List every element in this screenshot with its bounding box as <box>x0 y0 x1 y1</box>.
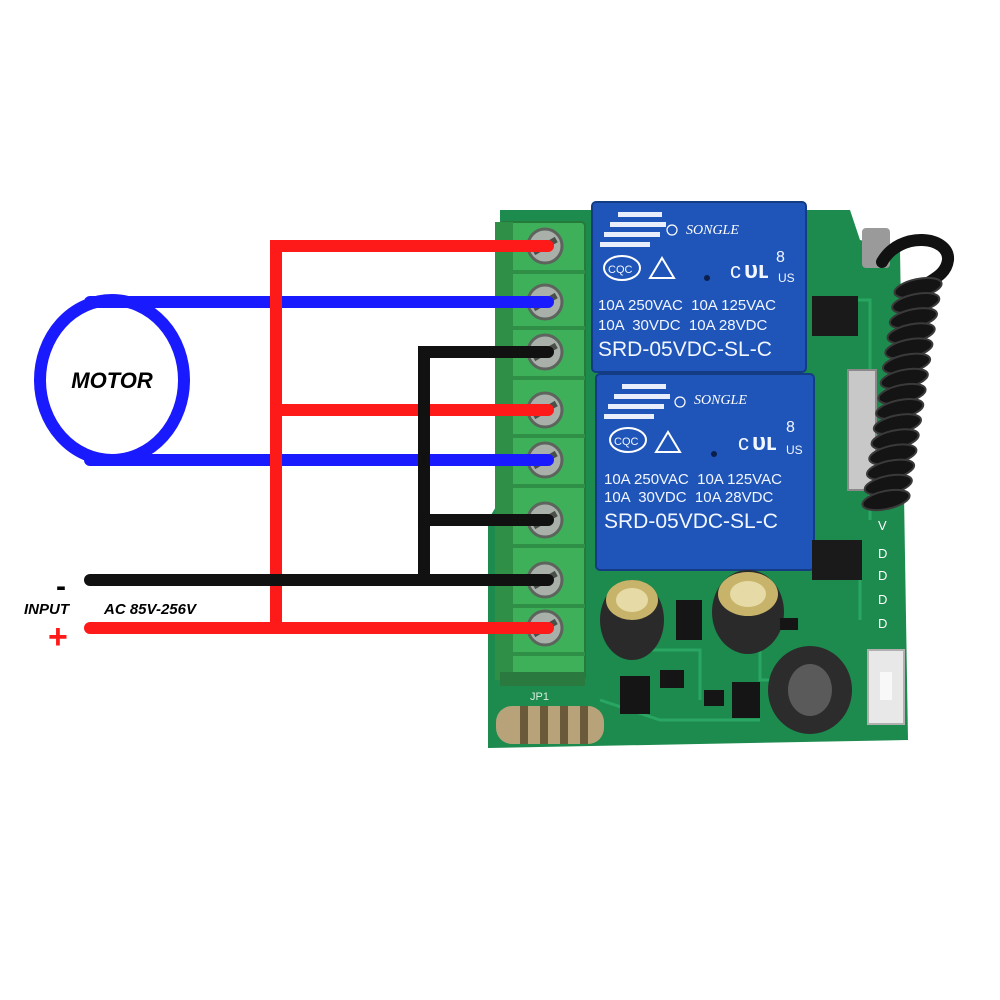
terminal-divider <box>500 484 585 488</box>
motor-label: MOTOR <box>71 368 153 393</box>
live-wire-main <box>84 240 554 634</box>
input-labels: - INPUT AC 85V-256V + <box>24 570 198 656</box>
warning-triangle-icon <box>654 430 682 453</box>
relay-2-brand: SONGLE <box>694 393 747 408</box>
relay-1-part: SRD-05VDC-SL-C <box>598 338 772 361</box>
pin-label: D <box>878 546 887 561</box>
terminal-divider <box>500 652 585 656</box>
motor: MOTOR <box>34 294 190 466</box>
relay-1-cert: CQC <box>608 264 633 276</box>
capacitor-2 <box>712 570 784 654</box>
terminal-divider <box>500 434 585 438</box>
jumper-label: JP1 <box>530 691 549 703</box>
relay-1-rating-1: 10A 250VAC 10A 125VAC <box>598 297 776 314</box>
antenna-coil-turn <box>861 488 911 512</box>
relay-1-rating-2: 10A 30VDC 10A 28VDC <box>598 317 767 334</box>
relay-2-rating-2: 10A 30VDC 10A 28VDC <box>604 489 773 506</box>
pin-label: D <box>878 592 887 607</box>
relay-1-brand: SONGLE <box>686 223 739 238</box>
songle-logo-icon <box>600 212 666 247</box>
voltage-label: AC 85V-256V <box>103 601 198 618</box>
relay-1-model-no: 8 <box>776 249 785 266</box>
plus-sign: + <box>48 618 68 656</box>
terminal-divider <box>500 604 585 608</box>
terminal-divider <box>500 544 585 548</box>
pin-label: D <box>878 616 887 631</box>
relay-1: SONGLE 8 CQC c ᴜʟ US 10A 250VAC 10A 125V… <box>591 201 807 373</box>
warning-triangle-icon <box>648 256 676 279</box>
ic-chip <box>812 540 862 580</box>
pin-label: V <box>878 518 887 533</box>
minus-sign: - <box>56 570 66 603</box>
pin-label: D <box>878 568 887 583</box>
terminal-divider <box>500 376 585 380</box>
ul-mark-icon: c <box>738 430 749 455</box>
relay-2-part: SRD-05VDC-SL-C <box>604 510 778 533</box>
relay-2-model-no: 8 <box>786 419 795 436</box>
relay-2-region: US <box>786 443 803 457</box>
pcb-components: JP1 V D D D D <box>496 296 905 744</box>
relay-2-cert: CQC <box>614 436 639 448</box>
inductor <box>768 646 852 734</box>
wires <box>84 240 554 634</box>
input-label: INPUT <box>24 601 71 618</box>
relay-1-region: US <box>778 271 795 285</box>
relay-2: SONGLE 8 CQC c ᴜʟ US 10A 250VAC 10A 125V… <box>595 373 815 571</box>
songle-logo-icon <box>604 384 670 419</box>
ic-chip <box>812 296 858 336</box>
ul-mark-icon: c <box>730 258 741 283</box>
svg-text:ᴜʟ: ᴜʟ <box>752 429 777 456</box>
terminal-divider <box>500 326 585 330</box>
antenna-coil-icon <box>861 234 954 512</box>
fuse-resistor <box>496 706 604 744</box>
terminal-divider <box>500 270 585 274</box>
push-button <box>867 649 905 725</box>
relay-2-rating-1: 10A 250VAC 10A 125VAC <box>604 471 782 488</box>
neutral-wire-vertical <box>418 346 554 586</box>
svg-text:ᴜʟ: ᴜʟ <box>744 257 769 284</box>
capacitor-1 <box>600 580 664 660</box>
